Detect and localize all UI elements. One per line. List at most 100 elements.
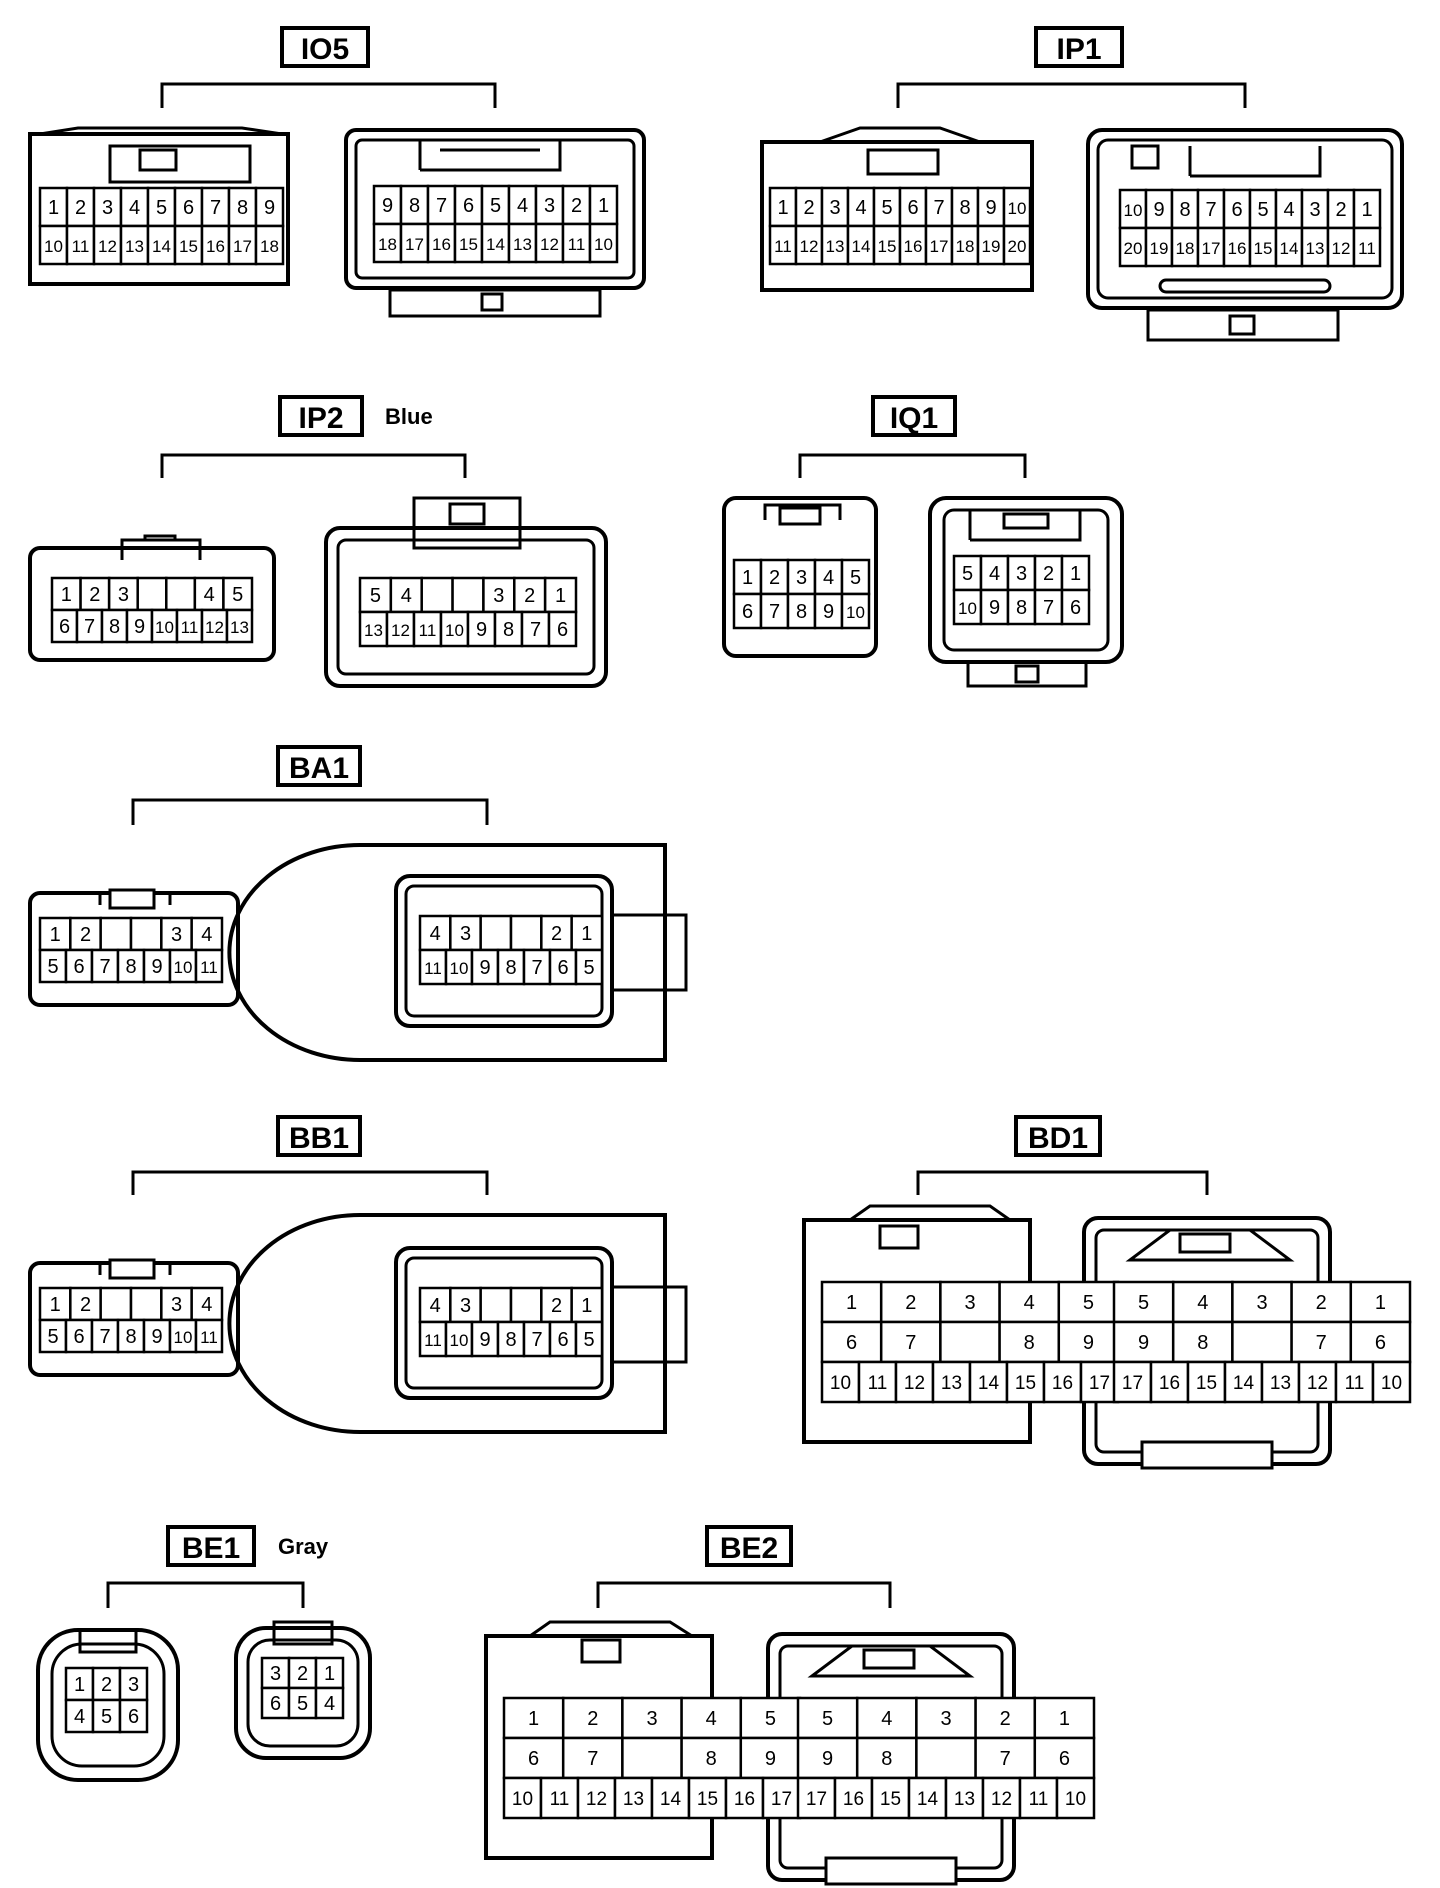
pin-number: 10: [830, 1373, 851, 1394]
pin-number: 3: [796, 567, 807, 589]
label-box-be1: [166, 1525, 256, 1567]
pin-number: 3: [964, 1292, 975, 1314]
be1-right-housing: [234, 1626, 372, 1760]
pin-number: 2: [297, 1663, 308, 1685]
pin-cell: [168, 1318, 198, 1354]
pin-number: 10: [1381, 1373, 1402, 1394]
pin-number: 10: [155, 618, 174, 637]
pin-number: 16: [843, 1789, 864, 1810]
pin-cell: [227, 224, 258, 266]
pin-cell: [950, 224, 980, 266]
pin-number: 11: [1029, 1789, 1049, 1810]
pin-cell: [426, 222, 457, 264]
pin-number: 9: [1153, 199, 1164, 221]
pin-number: 19: [982, 237, 1001, 256]
pin-cell: [1231, 1280, 1293, 1324]
pin-cell: [820, 224, 850, 266]
pin-number: 2: [769, 567, 780, 589]
pin-number: 15: [1254, 239, 1273, 258]
pin-cell: [1297, 1360, 1338, 1404]
pin-number: 9: [989, 597, 1000, 619]
pin-cell: [1300, 226, 1330, 268]
pin-number: 10: [1124, 201, 1143, 220]
pin-cell: [466, 610, 497, 648]
pin-number: 1: [50, 924, 61, 946]
pin-cell: [146, 224, 177, 266]
pin-cell: [64, 1318, 94, 1354]
pin-number: 1: [598, 195, 609, 217]
pin-number: 11: [72, 237, 90, 256]
pin-number: 6: [528, 1748, 539, 1770]
pin-number: 14: [152, 237, 171, 256]
pin-cell: [119, 224, 150, 266]
pin-cell: [1060, 588, 1091, 626]
pin-number: 15: [697, 1789, 718, 1810]
pin-number: 4: [1024, 1292, 1035, 1314]
pin-number: 12: [991, 1789, 1012, 1810]
pin-number: 1: [777, 197, 788, 219]
pin-slot-empty: [621, 1736, 683, 1780]
pin-number: 2: [803, 197, 814, 219]
pin-number: 4: [430, 923, 441, 945]
pin-number: 4: [1283, 199, 1294, 221]
pin-number: 1: [1059, 1708, 1070, 1730]
pin-number: 7: [99, 956, 110, 978]
pin-number: 4: [855, 197, 866, 219]
code-ba1: BA1: [289, 752, 349, 785]
pin-slot-empty: [939, 1320, 1001, 1364]
pin-number: 6: [557, 957, 568, 979]
connector-ip1: [760, 26, 1404, 342]
pin-number: 8: [1024, 1332, 1035, 1354]
pin-number: 2: [551, 923, 562, 945]
pin-number: 8: [959, 197, 970, 219]
pin-cell: [561, 222, 592, 264]
pin-cell: [522, 948, 552, 986]
pin-number: 2: [571, 195, 582, 217]
pin-number: 9: [134, 616, 145, 638]
pin-cell: [502, 1776, 543, 1820]
pin-number: 3: [1256, 1292, 1267, 1314]
pin-number: 13: [230, 618, 249, 637]
pin-cell: [761, 1776, 802, 1820]
pin-number: 15: [1015, 1373, 1036, 1394]
pin-slot-empty: [165, 576, 197, 612]
pin-number: 3: [829, 197, 840, 219]
pin-number: 12: [391, 621, 410, 640]
pin-number: 4: [201, 924, 212, 946]
pin-number: 7: [905, 1332, 916, 1354]
pin-number: 15: [880, 1789, 901, 1810]
pin-cell: [493, 610, 524, 648]
pin-number: 3: [460, 1295, 471, 1317]
pin-cell: [974, 1696, 1037, 1740]
pin-number: 10: [1065, 1789, 1086, 1810]
pin-cell: [894, 1360, 935, 1404]
pin-number: 8: [796, 601, 807, 623]
pin-cell: [1371, 1360, 1412, 1404]
pin-number: 7: [84, 616, 95, 638]
pin-cell: [1057, 1320, 1120, 1364]
pin-cell: [724, 1776, 765, 1820]
pin-number: 5: [1257, 199, 1268, 221]
pin-cell: [116, 1318, 146, 1354]
pin-cell: [194, 1318, 224, 1354]
pin-number: 4: [823, 567, 834, 589]
pin-number: 17: [930, 237, 949, 256]
pin-cell: [173, 224, 204, 266]
pin-cell: [794, 224, 824, 266]
pin-cell: [1060, 554, 1091, 592]
pin-cell: [1300, 188, 1330, 230]
pin-cell: [898, 224, 928, 266]
pin-number: 6: [742, 601, 753, 623]
pin-number: 13: [826, 237, 845, 256]
pin-number: 17: [233, 237, 252, 256]
pin-cell: [739, 1736, 802, 1780]
pin-slot-empty: [420, 576, 454, 614]
pin-cell: [190, 1286, 224, 1322]
pin-number: 11: [419, 621, 437, 640]
pin-number: 3: [544, 195, 555, 217]
pin-number: 3: [1309, 199, 1320, 221]
